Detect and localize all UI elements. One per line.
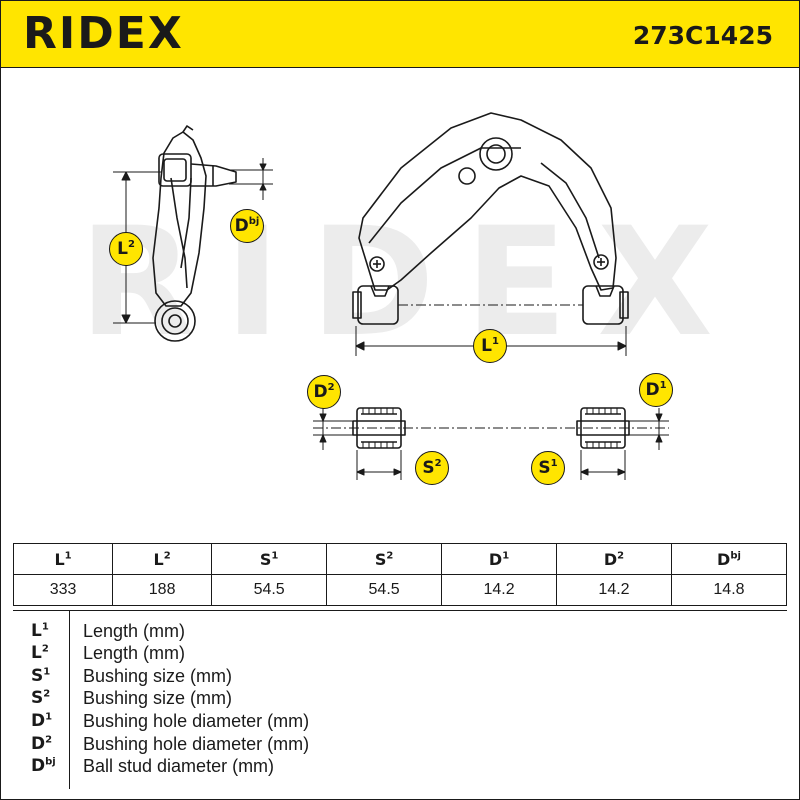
legend-description: Bushing hole diameter (mm)	[83, 734, 310, 754]
legend-symbol: S2	[31, 688, 51, 708]
value-cell: 54.5	[211, 574, 328, 606]
legend-description: Bushing size (mm)	[83, 688, 233, 708]
header-cell: S2	[326, 543, 443, 575]
legend-symbol: L1	[31, 621, 49, 641]
dimension-dbj	[229, 158, 273, 200]
value-cell: 333	[12, 574, 114, 606]
drawing-svg	[113, 112, 669, 480]
legend-row: L1 Length (mm)	[13, 621, 787, 643]
legend-row: S1 Bushing size (mm)	[13, 666, 787, 688]
legend-description: Bushing size (mm)	[83, 666, 233, 686]
legend-row: L2 Length (mm)	[13, 643, 787, 665]
bushing-left	[352, 407, 406, 449]
legend-symbol: D2	[31, 734, 53, 754]
header-cell: S1	[211, 543, 328, 575]
header-cell: D1	[441, 543, 558, 575]
spec-table: L1 L2 S1 S2 D1 D2 Dbj 333 188 54.5 54.5 …	[12, 543, 788, 606]
brand-logo: RIDEX	[23, 8, 184, 59]
legend-row: Dbj Ball stud diameter (mm)	[13, 756, 787, 778]
legend-row: D2 Bushing hole diameter (mm)	[13, 734, 787, 756]
legend-symbol: Dbj	[31, 756, 56, 776]
value-cell: 14.2	[441, 574, 558, 606]
spec-header-row: L1 L2 S1 S2 D1 D2 Dbj	[12, 543, 788, 575]
dimension-d2	[313, 408, 353, 450]
part-number: 273C1425	[632, 21, 773, 50]
dimension-d1	[629, 408, 669, 450]
header-bar: RIDEX 273C1425	[1, 1, 799, 68]
spec-value-row: 333 188 54.5 54.5 14.2 14.2 14.8	[12, 574, 788, 606]
technical-drawing: RIDEX	[1, 68, 799, 544]
legend-symbol: S1	[31, 666, 51, 686]
dimension-s1	[580, 450, 626, 480]
legend-symbol: L2	[31, 643, 49, 663]
legend-description: Ball stud diameter (mm)	[83, 756, 275, 776]
value-cell: 14.2	[556, 574, 672, 606]
legend-divider	[69, 611, 70, 789]
legend-description: Length (mm)	[83, 643, 186, 663]
header-cell: L1	[12, 543, 114, 575]
dimension-s2	[356, 450, 402, 480]
legend: L1 Length (mm) L2 Length (mm) S1 Bushing…	[13, 610, 787, 789]
legend-symbol: D1	[31, 711, 53, 731]
legend-description: Bushing hole diameter (mm)	[83, 711, 310, 731]
legend-row: D1 Bushing hole diameter (mm)	[13, 711, 787, 733]
value-cell: 188	[112, 574, 213, 606]
value-cell: 54.5	[326, 574, 443, 606]
top-view-arm	[352, 112, 629, 325]
header-cell: L2	[112, 543, 213, 575]
side-view-arm	[152, 125, 237, 342]
value-cell: 14.8	[670, 574, 788, 606]
legend-description: Length (mm)	[83, 621, 186, 641]
legend-row: S2 Bushing size (mm)	[13, 688, 787, 710]
header-cell: D2	[556, 543, 672, 575]
header-cell: Dbj	[670, 543, 788, 575]
